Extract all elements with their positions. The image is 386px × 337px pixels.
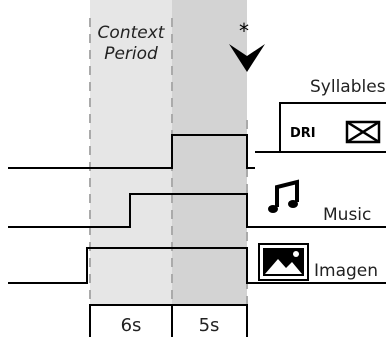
asterisk-marker: * (239, 19, 249, 43)
stimulus-duration-label: 5s (199, 315, 220, 336)
music-step-line (8, 193, 255, 228)
time-marker-arrow (229, 44, 265, 72)
stimulus-period-band (172, 0, 247, 337)
music-label: Music (323, 205, 371, 225)
envelope-icon (345, 120, 381, 144)
music-note-icon (268, 179, 299, 213)
context-label-line1: Context (98, 23, 166, 43)
context-duration-label: 6s (121, 315, 142, 336)
syllables-step-line (8, 134, 255, 169)
context-duration-box (89, 304, 173, 337)
image-icon (258, 243, 309, 281)
dri-label: DRI (290, 126, 316, 141)
imagen-label: Imagen (314, 261, 378, 281)
imagen-step-line (8, 247, 255, 284)
syllables-label: Syllables (310, 77, 386, 97)
context-label-line2: Period (104, 44, 158, 64)
stimulus-duration-box (171, 304, 248, 337)
